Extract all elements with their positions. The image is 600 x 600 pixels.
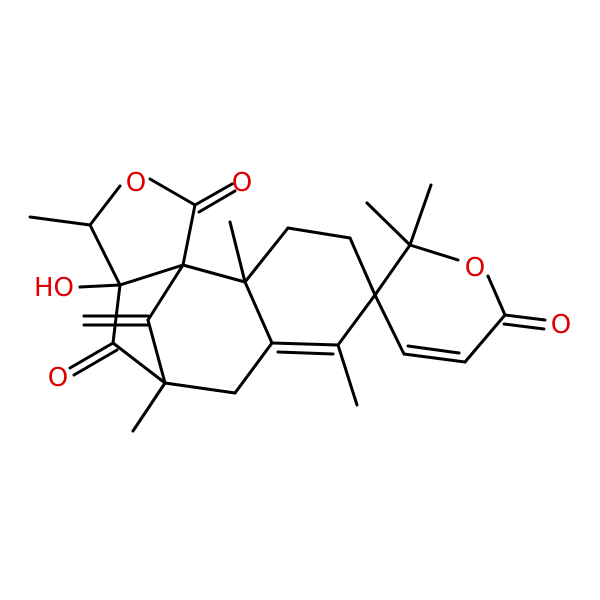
- bond-cvinyl2-cspiro: [373, 293, 406, 356]
- bond-calkene2-methyl: [336, 343, 359, 407]
- bond-cco-o-double-b: [502, 322, 546, 331]
- bond-choh-cq: [118, 263, 185, 287]
- bond-cketone-cbridge: [111, 341, 167, 385]
- bond-methyl-c1: [28, 215, 92, 227]
- atom-label-o-pyranone-carbonyl: O: [551, 310, 571, 340]
- bond-cquat-calkene: [243, 280, 274, 345]
- bond-cketone-o-double-a: [68, 341, 115, 370]
- bond-ch2-calkene: [233, 341, 274, 395]
- bond-cco-o-double-a: [503, 313, 547, 322]
- bond-ch2b-cspiro: [348, 236, 377, 297]
- bond-cketone-o-double-b: [72, 348, 119, 377]
- bond-cgem-oring: [408, 243, 460, 262]
- atom-label-o-pyranone-ring: O: [465, 253, 485, 283]
- bond-ccarbonyl-o-double-b: [197, 189, 237, 214]
- bond-cspiro-cgem: [373, 243, 412, 297]
- bond-oring-cco: [486, 274, 507, 317]
- atom-label-o-lactone-carbonyl: O: [232, 168, 252, 198]
- bond-c1-oring: [88, 184, 122, 227]
- bond-c1-choh: [88, 223, 122, 287]
- bond-cquat-methyl: [228, 220, 247, 284]
- bond-cexo-cbridge: [146, 318, 167, 385]
- bond-cbridge-ch2: [163, 381, 237, 395]
- bond-calkene-calkene2-a: [270, 341, 340, 347]
- bond-choh-cketone: [111, 283, 122, 345]
- bond-calkene-calkene2-b: [276, 350, 335, 356]
- bond-cspiro-calkene2: [336, 293, 377, 347]
- atom-labels: O O HO O O O: [34, 168, 571, 393]
- bond-cq-cquat: [181, 263, 247, 284]
- bond-ccarbonyl-cq: [181, 203, 197, 267]
- bond-cquat-ch2a: [243, 226, 290, 284]
- bond-oring-ccarbonyl: [148, 177, 197, 207]
- bond-cvinyl-double-a: [402, 352, 467, 364]
- atom-label-hydroxyl: HO: [34, 273, 74, 303]
- bond-ch2a-ch2b: [286, 226, 352, 240]
- bond-cq-cexo: [146, 263, 185, 322]
- bond-cgem-methyl-b: [408, 183, 433, 247]
- bond-cbridge-methyl: [131, 381, 167, 433]
- bond-cgem-methyl-a: [365, 201, 412, 247]
- bond-ccarbonyl-o-double-a: [193, 182, 234, 207]
- bond-cvinyl-double-b: [406, 344, 461, 355]
- bond-choh-oh: [78, 283, 122, 289]
- atom-label-o-lactone-ring: O: [126, 168, 146, 198]
- atom-label-o-ketone: O: [48, 363, 68, 393]
- bonds: [28, 177, 547, 433]
- bond-cco-cvinyl: [463, 313, 507, 364]
